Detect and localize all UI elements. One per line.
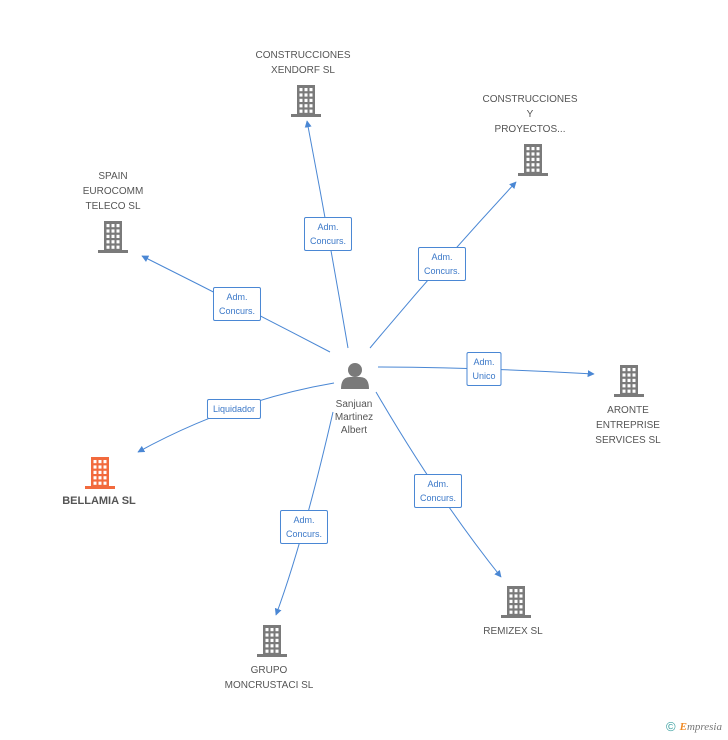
company-label-line: CONSTRUCCIONES	[482, 94, 578, 105]
edge-label-line: Adm.	[427, 479, 449, 489]
edge-label-aronte[interactable]: Adm. Unico	[466, 352, 502, 386]
empresia-logo[interactable]: Empresia	[679, 720, 722, 733]
company-label-aronte[interactable]: ARONTE ENTREPRISE SERVICES SL	[595, 403, 660, 448]
company-label-line: PROYECTOS...	[494, 124, 566, 135]
company-label-spain-eurocomm[interactable]: SPAIN EUROCOMM TELECO SL	[83, 169, 144, 214]
edge-label-line: Adm.	[431, 252, 453, 262]
edge-label-line: Concurs.	[309, 236, 347, 246]
person-name-line: Albert	[340, 425, 368, 436]
edge-label-line: Adm.	[317, 222, 339, 232]
company-label-line: Y	[526, 109, 534, 120]
person-icon[interactable]	[341, 363, 369, 389]
edge-label-line: Concurs.	[419, 493, 457, 503]
company-label-line: ARONTE	[607, 405, 649, 416]
building-icon[interactable]	[85, 457, 115, 489]
company-label-line: REMIZEX SL	[483, 626, 543, 637]
copyright-icon: ©	[666, 719, 676, 734]
building-icon[interactable]	[518, 144, 548, 176]
footer-brand: © Empresia	[666, 719, 722, 734]
edge-label-line: Liquidador	[212, 404, 256, 414]
company-label-construcciones-xendorf[interactable]: CONSTRUCCIONES XENDORF SL	[255, 48, 350, 78]
company-label-line: SERVICES SL	[595, 435, 661, 446]
edge-label-line: Concurs.	[285, 529, 323, 539]
company-label-line: BELLAMIA SL	[62, 495, 136, 507]
company-label-line: GRUPO	[250, 665, 288, 676]
company-label-grupo-moncrustaci[interactable]: GRUPO MONCRUSTACI SL	[225, 663, 314, 693]
edge-label-bellamia[interactable]: Liquidador	[206, 399, 262, 419]
edge-label-grupo-moncrustaci[interactable]: Adm. Concurs.	[279, 510, 329, 544]
building-icon[interactable]	[291, 85, 321, 117]
person-name-line: Martinez	[334, 412, 374, 423]
building-icon[interactable]	[98, 221, 128, 253]
company-label-line: ENTREPRISE	[596, 420, 660, 431]
building-icon[interactable]	[501, 586, 531, 618]
edge-label-line: Concurs.	[423, 266, 461, 276]
edge-label-line: Concurs.	[218, 306, 256, 316]
person-name[interactable]: Sanjuan Martinez Albert	[335, 398, 373, 437]
building-icon[interactable]	[614, 365, 644, 397]
company-label-construcciones-y-proyectos[interactable]: CONSTRUCCIONES Y PROYECTOS...	[482, 92, 577, 137]
edge-label-remizex[interactable]: Adm. Concurs.	[413, 474, 463, 508]
edge-label-line: Adm.	[473, 357, 495, 367]
company-label-remizex[interactable]: REMIZEX SL	[483, 624, 542, 639]
building-icon[interactable]	[257, 625, 287, 657]
edge-label-line: Unico	[472, 371, 496, 381]
company-label-line: EUROCOMM	[82, 186, 144, 197]
edge-label-spain-eurocomm[interactable]: Adm. Concurs.	[212, 287, 262, 321]
edge-label-line: Adm.	[226, 292, 248, 302]
company-label-line: CONSTRUCCIONES	[255, 50, 351, 61]
company-label-line: TELECO SL	[85, 201, 141, 212]
edge-label-construcciones-y-proyectos[interactable]: Adm. Concurs.	[417, 247, 467, 281]
person-name-line: Sanjuan	[335, 399, 373, 410]
edge-label-line: Adm.	[293, 515, 315, 525]
company-label-line: XENDORF SL	[271, 65, 335, 76]
company-label-line: SPAIN	[98, 171, 128, 182]
edge-label-construcciones-xendorf[interactable]: Adm. Concurs.	[303, 217, 353, 251]
company-label-line: MONCRUSTACI SL	[224, 680, 314, 691]
company-label-bellamia[interactable]: BELLAMIA SL	[62, 494, 136, 509]
